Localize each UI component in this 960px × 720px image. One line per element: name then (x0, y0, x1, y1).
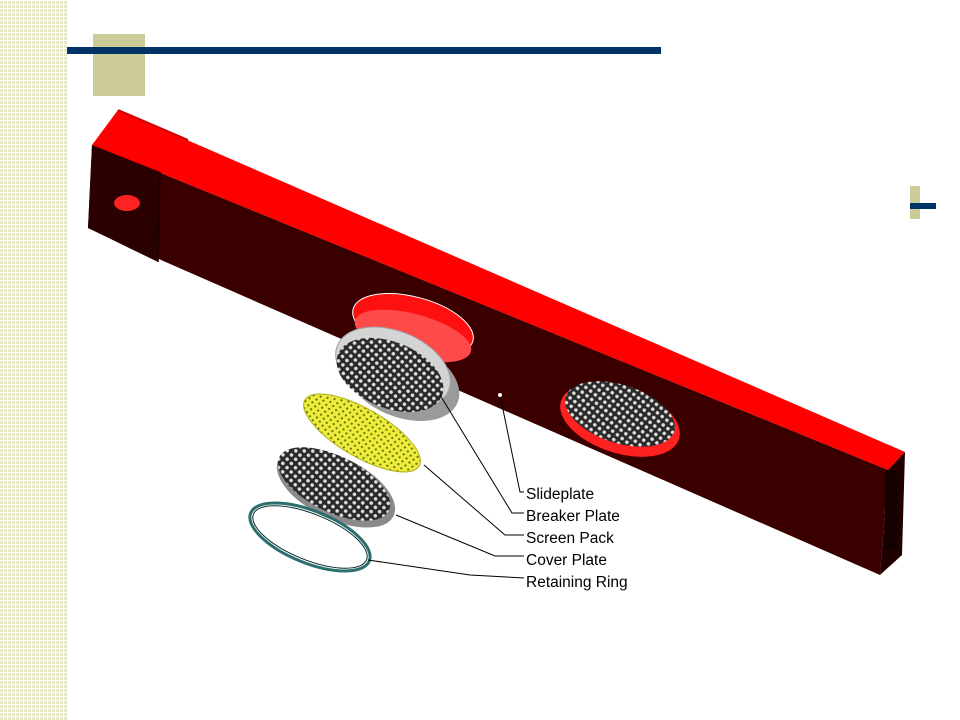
retaining-ring (248, 501, 372, 573)
breaker-plate-holes (336, 337, 444, 413)
slideplate-lower-perforated-plate (565, 381, 675, 447)
label-slideplate: Slideplate (526, 486, 594, 503)
leader-retaining-ring (367, 559, 525, 579)
screen-pack (303, 393, 421, 473)
title-accent-square (93, 34, 145, 96)
leader-lines (367, 394, 525, 579)
label-breaker-plate: Breaker Plate (526, 508, 620, 525)
cover-plate-holes (277, 447, 391, 521)
title-accent-bar (67, 47, 661, 54)
leader-breaker-plate (439, 394, 524, 514)
slideplate-bolt-hole (114, 195, 140, 211)
bullet-accent-square (910, 186, 920, 219)
label-retaining-ring: Retaining Ring (526, 574, 628, 591)
label-screen-pack: Screen Pack (526, 530, 614, 547)
label-cover-plate: Cover Plate (526, 552, 607, 569)
leader-screen-pack (423, 464, 524, 536)
slideplate (88, 109, 905, 575)
cover-plate (276, 447, 396, 528)
bullet-accent-dash (910, 203, 936, 209)
leader-cover-plate (395, 514, 524, 557)
slideplate-front-face (88, 145, 888, 575)
leader-slideplate (499, 394, 524, 493)
slideplate-top-face (92, 110, 905, 470)
breaker-plate (335, 326, 460, 422)
left-stripe-decoration (0, 0, 68, 720)
